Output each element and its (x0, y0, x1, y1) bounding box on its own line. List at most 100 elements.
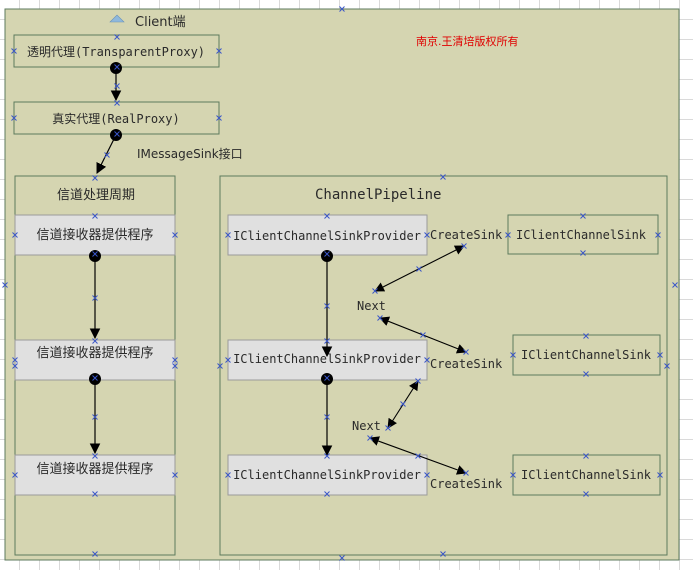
lifecycle-provider-label: 信道接收器提供程序 (36, 461, 153, 477)
lifecycle-provider-label: 信道接收器提供程序 (36, 227, 153, 243)
selection-handle[interactable] (510, 472, 516, 478)
selection-handle[interactable] (324, 491, 330, 497)
selection-handle[interactable] (216, 48, 222, 54)
selection-handle[interactable] (216, 115, 222, 121)
client-channel-sink-label: IClientChannelSink (516, 228, 647, 242)
selection-handle[interactable] (172, 472, 178, 478)
selection-handle[interactable] (225, 232, 231, 238)
selection-handle[interactable] (583, 453, 589, 459)
selection-handle[interactable] (217, 363, 223, 369)
selection-handle[interactable] (655, 232, 661, 238)
client-channel-sink-label: IClientChannelSink (521, 348, 652, 362)
selection-handle[interactable] (172, 357, 178, 363)
selection-handle[interactable] (664, 363, 670, 369)
client-channel-sink-label: IClientChannelSink (521, 468, 652, 482)
transparent-proxy-label: 透明代理(TransparentProxy) (27, 45, 205, 59)
selection-handle[interactable] (440, 174, 446, 180)
selection-handle[interactable] (92, 491, 98, 497)
selection-handle[interactable] (12, 357, 18, 363)
selection-handle[interactable] (324, 453, 330, 459)
selection-handle[interactable] (339, 6, 345, 12)
selection-handle[interactable] (92, 338, 98, 344)
client-channel-sink-box[interactable] (507, 214, 659, 255)
selection-handle[interactable] (114, 100, 120, 106)
selection-handle[interactable] (92, 295, 98, 301)
selection-handle[interactable] (225, 357, 231, 363)
selection-handle[interactable] (11, 48, 17, 54)
selection-handle[interactable] (377, 315, 383, 321)
selection-handle[interactable] (583, 491, 589, 497)
selection-handle[interactable] (583, 333, 589, 339)
pipeline-provider-label: IClientChannelSinkProvider (233, 229, 421, 243)
selection-handle[interactable] (324, 375, 330, 381)
selection-handle[interactable] (505, 232, 511, 238)
selection-handles (2, 6, 678, 561)
copyright-text: 南京.王清培版权所有 (416, 34, 519, 48)
selection-handle[interactable] (440, 551, 446, 557)
selection-handle[interactable] (324, 251, 330, 257)
selection-handle[interactable] (583, 371, 589, 377)
selection-handle[interactable] (657, 472, 663, 478)
selection-handle[interactable] (461, 243, 467, 249)
selection-handle[interactable] (12, 363, 18, 369)
connector-dot (321, 250, 333, 262)
selection-handle[interactable] (424, 472, 430, 478)
selection-handle[interactable] (92, 175, 98, 181)
create-sink-label: CreateSink (430, 228, 503, 242)
selection-handle[interactable] (92, 251, 98, 257)
selection-handle[interactable] (415, 453, 421, 459)
pipeline-title: ChannelPipeline (315, 187, 441, 203)
connector-dot (89, 250, 101, 262)
selection-handle[interactable] (463, 349, 469, 355)
selection-handle[interactable] (424, 357, 430, 363)
selection-handle[interactable] (104, 152, 110, 158)
client-label: Client端 (135, 15, 186, 30)
selection-handle[interactable] (324, 303, 330, 309)
selection-handle[interactable] (424, 232, 430, 238)
selection-handle[interactable] (372, 288, 378, 294)
selection-handle[interactable] (114, 34, 120, 40)
create-sink-label: CreateSink (430, 477, 503, 491)
selection-handle[interactable] (367, 435, 373, 441)
selection-handle[interactable] (11, 115, 17, 121)
selection-handle[interactable] (385, 425, 391, 431)
selection-handle[interactable] (12, 232, 18, 238)
selection-handle[interactable] (225, 472, 231, 478)
selection-handle[interactable] (463, 470, 469, 476)
selection-handle[interactable] (416, 266, 422, 272)
imessagesink-label: IMessageSink接口 (137, 146, 243, 161)
selection-handle[interactable] (415, 378, 421, 384)
selection-handle[interactable] (12, 472, 18, 478)
selection-handle[interactable] (92, 414, 98, 420)
selection-handle[interactable] (400, 401, 406, 407)
lifecycle-title: 信道处理周期 (57, 188, 135, 203)
selection-handle[interactable] (324, 338, 330, 344)
selection-handle[interactable] (2, 282, 8, 288)
selection-handle[interactable] (172, 232, 178, 238)
selection-handle[interactable] (580, 250, 586, 256)
selection-handle[interactable] (324, 414, 330, 420)
selection-handle[interactable] (420, 332, 426, 338)
selection-handle[interactable] (580, 213, 586, 219)
selection-handle[interactable] (114, 64, 120, 70)
selection-handle[interactable] (672, 282, 678, 288)
real-proxy-label: 真实代理(RealProxy) (52, 111, 179, 126)
selection-handle[interactable] (114, 131, 120, 137)
selection-handle[interactable] (92, 213, 98, 219)
selection-handle[interactable] (172, 363, 178, 369)
selection-handle[interactable] (92, 551, 98, 557)
selection-handle[interactable] (657, 352, 663, 358)
collapse-triangle-icon[interactable] (109, 14, 125, 23)
transparent-proxy-box[interactable] (13, 34, 220, 68)
selection-handle[interactable] (339, 555, 345, 561)
selection-handle[interactable] (92, 453, 98, 459)
client-channel-sink-box[interactable] (512, 334, 661, 376)
selection-handle[interactable] (92, 375, 98, 381)
connector-dot (321, 373, 333, 385)
selection-handle[interactable] (510, 352, 516, 358)
selection-handle[interactable] (114, 83, 120, 89)
pipeline-provider-label: IClientChannelSinkProvider (233, 352, 421, 366)
selection-handle[interactable] (324, 213, 330, 219)
